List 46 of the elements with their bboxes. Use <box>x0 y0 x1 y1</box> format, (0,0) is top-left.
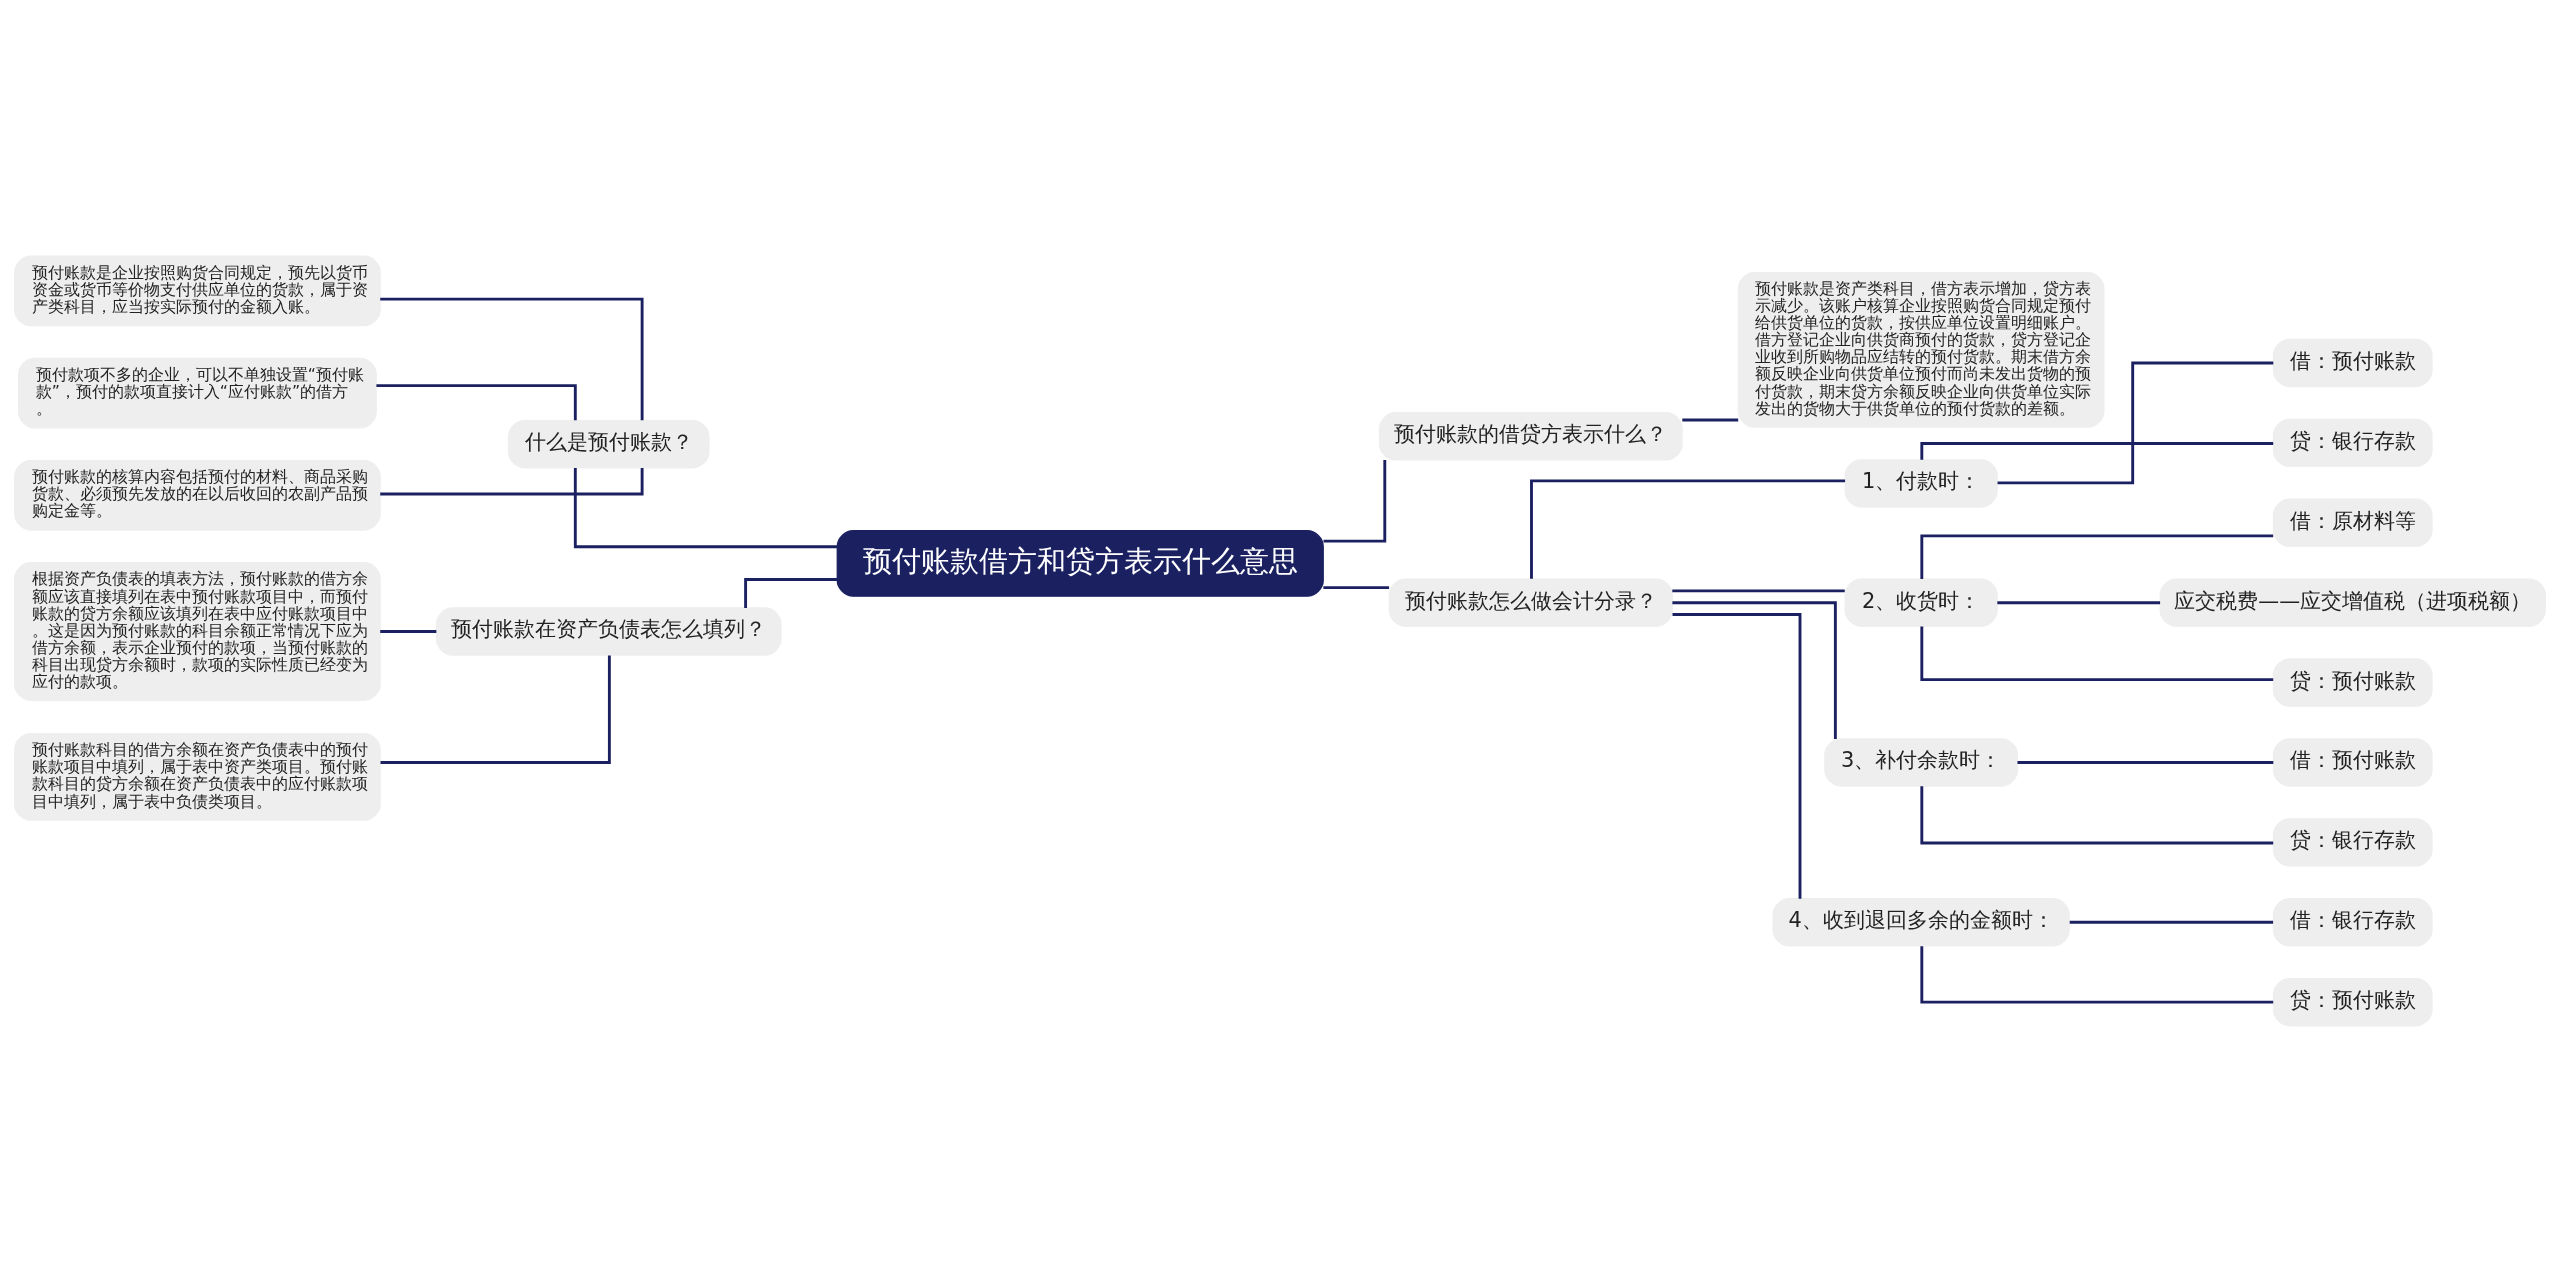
node-box: 贷：银行存款 <box>2272 818 2433 867</box>
connector <box>1920 534 2274 579</box>
connector <box>1920 946 2274 1004</box>
node-box: 应交税费——应交增值税（进项税额） <box>2159 578 2546 627</box>
connector <box>573 467 838 549</box>
node-box: 什么是预付账款？ <box>507 419 710 469</box>
connector <box>380 655 611 764</box>
connector <box>2017 761 2274 764</box>
node-box: 借：原材料等 <box>2272 498 2433 548</box>
connector <box>380 297 644 421</box>
node-box: 贷：预付账款 <box>2272 658 2433 707</box>
node-box: 预付账款是资产类科目，借方表示增加，贷方表示减少。该账户核算企业按照购货合同规定预付给供货单位的货款，按供应单位设置明细账户。借方登记企业向供货商预付的货款，贷方登记企业收到所购物品应结转的预付货款。期末借方余额反映企业向供货单位预付而尚未发出货物的预付货款，期末贷方余额反映企业向供货单位实际发出的货物大于供货单位的预付货款的差额。 <box>1737 271 2105 428</box>
node-box: 根据资产负债表的填表方法，预付账款的借方余额应该直接填列在表中预付账款项目中，而预付账款的贷方余额应该填列在表中应付账款项目中。这是因为预付账款的科目余额正常情况下应为借方余额，表示企业预付的款项，当预付账款的科目出现贷方余额时，款项的实际性质已经变为应付的款项。 <box>14 562 381 701</box>
node-box: 借：预付账款 <box>2272 738 2433 787</box>
connector <box>1920 786 2274 845</box>
connector <box>1323 586 1390 590</box>
node-box: 预付账款怎么做会计分录？ <box>1388 578 1673 627</box>
node-box: 预付账款的借贷方表示什么？ <box>1378 412 1683 461</box>
connector <box>380 630 437 633</box>
node-box: 预付款项不多的企业，可以不单独设置“预付账款”，预付的款项直接计入“应付账款”的借方。 <box>18 357 377 429</box>
connector <box>380 467 644 496</box>
connector <box>1672 601 1837 739</box>
node-box: 预付账款是企业按照购货合同规定，预先以货币资金或货币等价物支付供应单位的货款，属于资产类科目，应当按实际预付的金额入账。 <box>14 255 381 327</box>
node-box: 3、补付余款时： <box>1824 738 2019 787</box>
connector <box>1997 361 2274 485</box>
node-box: 预付账款的核算内容包括预付的材料、商品采购货款、必须预先发放的在以后收回的农副产品预购定金等。 <box>14 459 381 531</box>
node-box: 1、付款时： <box>1844 459 1998 508</box>
node-box: 预付账款借方和贷方表示什么意思 <box>836 530 1324 597</box>
connector <box>1672 613 1802 899</box>
connector <box>1682 418 1739 422</box>
node-box: 借：预付账款 <box>2272 338 2433 388</box>
connector <box>376 384 577 421</box>
connector <box>2069 920 2274 924</box>
node-box: 预付账款在资产负债表怎么填列？ <box>435 607 782 656</box>
node-box: 2、收货时： <box>1844 578 1998 627</box>
node-box: 贷：银行存款 <box>2272 418 2433 468</box>
connector <box>1323 460 1387 543</box>
node-box: 预付账款科目的借方余额在资产负债表中的预付账款项目中填列，属于表中资产类项目。预付账款科目的贷方余额在资产负债表中的应付账款项目中填列，属于表中负债类项目。 <box>14 733 381 821</box>
node-box: 贷：预付账款 <box>2272 977 2433 1027</box>
connector <box>1920 442 2274 460</box>
node-box: 4、收到退回多余的金额时： <box>1772 898 2070 947</box>
connector <box>1530 479 1846 579</box>
connector <box>1920 626 2274 682</box>
connector <box>1997 601 2161 605</box>
connector <box>1672 589 1845 593</box>
node-box: 借：银行存款 <box>2272 898 2433 947</box>
